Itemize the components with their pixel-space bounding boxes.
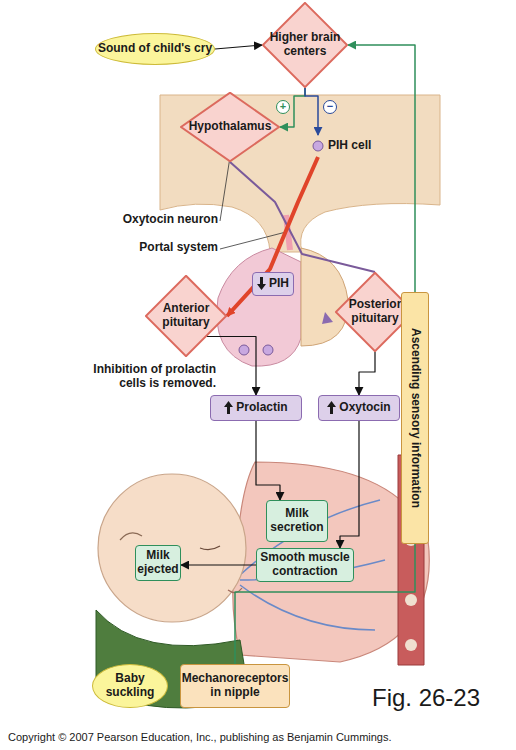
node-text: Higher brain centers: [266, 31, 344, 59]
node-content: PIH cell: [312, 135, 384, 157]
node-text: PIH: [269, 277, 289, 291]
node-text: Prolactin: [236, 401, 287, 415]
cell-symbol: [312, 140, 324, 152]
effect-box: Smooth muscle contraction: [256, 548, 354, 582]
connector-arrow: [359, 352, 375, 395]
node-content: Mechanoreceptors in nipple: [181, 665, 289, 707]
stimulus-ellipse: Baby suckling: [92, 664, 168, 708]
arrow-icon-shape: [257, 277, 266, 290]
node-content: Hypothalamus: [180, 92, 280, 162]
node-content: Milk ejected: [136, 546, 180, 580]
connector-arrow: [305, 88, 318, 135]
node-text: Sound of child's cry: [98, 42, 212, 56]
note-label: Inhibition of prolactin cells is removed…: [86, 362, 216, 412]
arrow-icon: [327, 401, 336, 414]
prolactin-cell: [263, 345, 273, 355]
pathway-band: Ascending sensory information: [401, 292, 429, 544]
excitatory-sign: +: [276, 100, 290, 114]
figure-caption: Fig. 26-23: [372, 684, 512, 713]
arrow-icon: [257, 277, 266, 290]
prolactin-cell: [239, 345, 249, 355]
node-text: Baby suckling: [93, 672, 167, 700]
diamond-shape: [181, 93, 279, 162]
connector-arrow: [227, 157, 318, 316]
arrow-icon-shape: [327, 401, 336, 414]
organ-diamond: Anterior pituitary: [145, 275, 227, 357]
leader-line: [220, 232, 286, 249]
rib: [405, 639, 417, 651]
node-text: Smooth muscle contraction: [257, 551, 353, 579]
node-content: Sound of child's cry: [96, 34, 214, 64]
connector-arrow: [348, 45, 415, 292]
inhibitory-sign: −: [323, 100, 337, 114]
node-text: Ascending sensory information: [408, 328, 422, 508]
node-text: PIH cell: [328, 139, 371, 153]
node-content: Smooth muscle contraction: [257, 549, 353, 581]
organ-diamond: Hypothalamus: [180, 92, 280, 162]
node-content: PIH: [253, 273, 293, 295]
cell-body: [313, 141, 323, 151]
icon-row: Oxytocin: [327, 401, 390, 415]
hormone-box: Oxytocin: [318, 395, 400, 421]
baby-head: [98, 474, 246, 622]
connector-arrow: [215, 45, 262, 49]
diamond-shape: [146, 276, 226, 356]
baby-ear: [120, 533, 142, 540]
effect-box: Milk secretion: [266, 500, 328, 542]
anterior-lobe: [217, 248, 301, 366]
node-content: Baby suckling: [93, 665, 167, 707]
node-content: Higher brain centers: [262, 2, 348, 88]
part-label: Portal system: [88, 240, 218, 256]
node-text: Mechanoreceptors in nipple: [181, 672, 289, 700]
baby-eye: [200, 546, 220, 550]
part-label: Oxytocin neuron: [88, 212, 218, 228]
node-content: Ascending sensory information: [402, 293, 428, 543]
diamond-shape: [263, 3, 347, 87]
cell-node: PIH cell: [312, 135, 384, 157]
connector-arrow: [230, 162, 375, 272]
organ-diamond: Higher brain centers: [262, 2, 348, 88]
arrow-icon-shape: [224, 401, 233, 414]
node-content: Oxytocin: [319, 396, 399, 420]
rib: [405, 594, 417, 606]
arrow-icon: [224, 401, 233, 414]
stimulus-ellipse: Sound of child's cry: [95, 33, 215, 65]
hormone-box: PIH: [252, 272, 294, 296]
connector-arrow: [181, 564, 256, 565]
connector-arrow: [256, 421, 280, 500]
hormone-box: Prolactin: [210, 395, 302, 421]
node-text: Hypothalamus: [189, 120, 272, 134]
node-content: Prolactin: [211, 396, 301, 420]
node-text: Oxytocin: [339, 401, 390, 415]
icon-row: Prolactin: [224, 401, 287, 415]
node-text: Milk secretion: [267, 507, 327, 535]
copyright-note: Copyright © 2007 Pearson Education, Inc.…: [8, 731, 513, 747]
node-content: Milk secretion: [267, 501, 327, 541]
receptor-box: Mechanoreceptors in nipple: [180, 664, 290, 708]
connector-arrow: [235, 544, 415, 664]
leader-line: [220, 157, 230, 221]
icon-row: PIH: [257, 277, 289, 291]
effect-box: Milk ejected: [135, 545, 181, 581]
connector-arrow: [340, 421, 359, 548]
node-content: Anterior pituitary: [145, 275, 227, 357]
node-text: Milk ejected: [136, 549, 180, 577]
axon-terminal: [322, 312, 333, 324]
node-text: Anterior pituitary: [149, 302, 223, 330]
milk-duct: [240, 500, 385, 630]
